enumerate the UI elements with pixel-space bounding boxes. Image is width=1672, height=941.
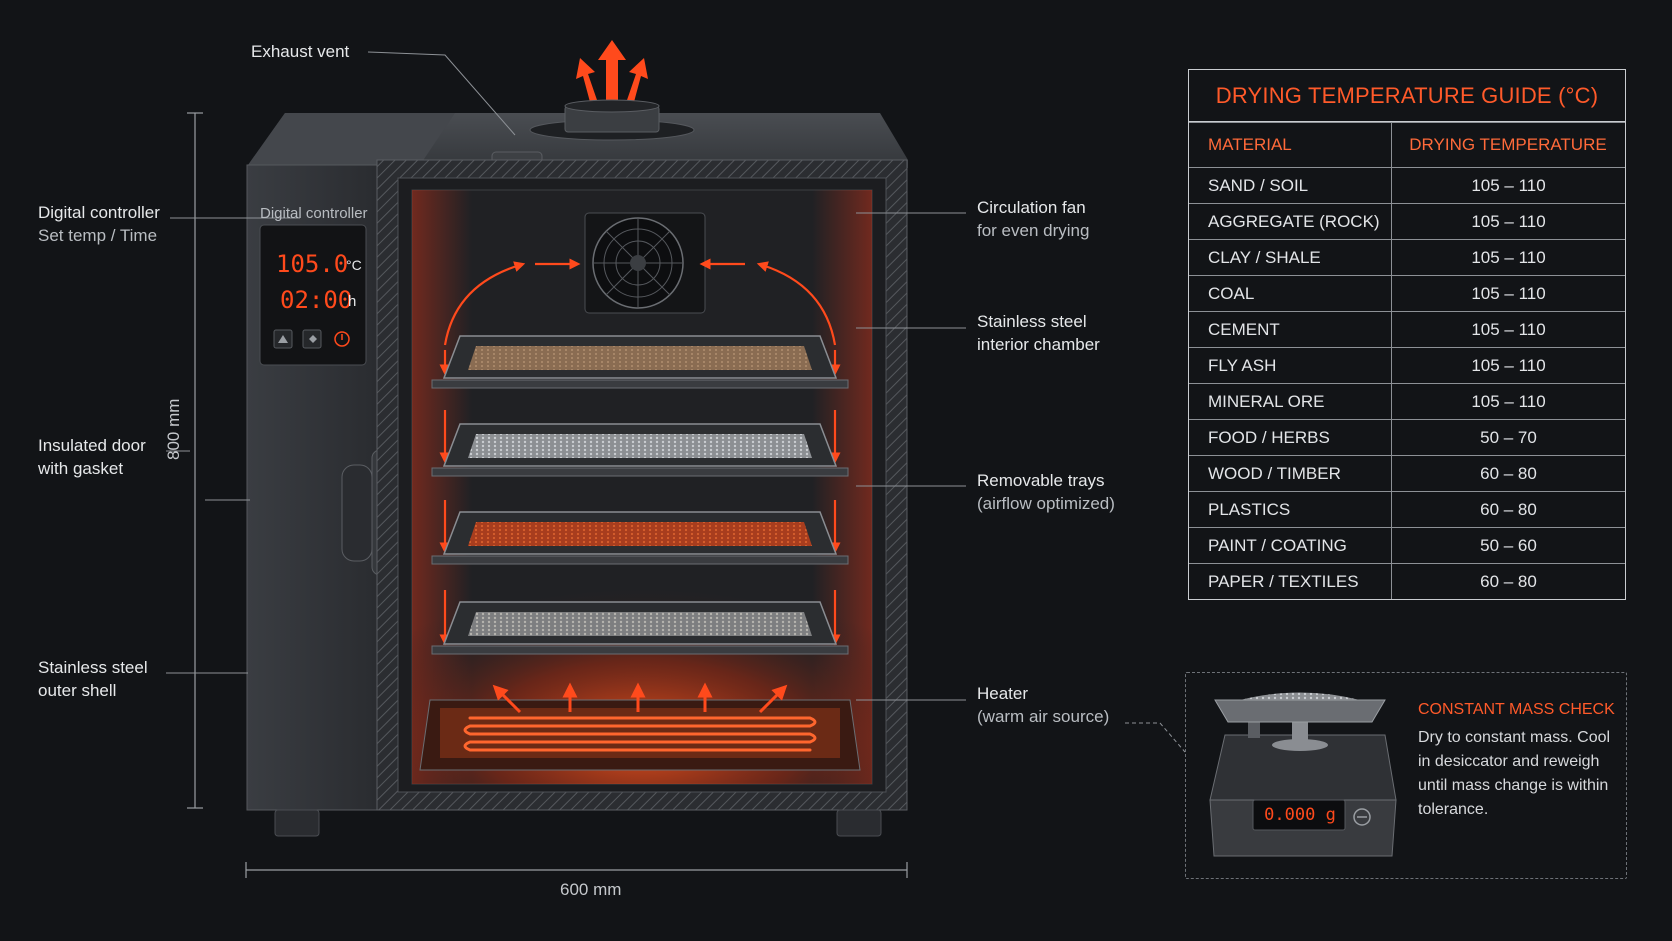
circulation-fan — [584, 212, 706, 314]
temperature-cell: 105 – 110 — [1391, 167, 1625, 204]
removable-trays-label: Removable trays (airflow optimized) — [977, 469, 1115, 515]
heater-title: Heater — [977, 684, 1029, 703]
tray-4 — [431, 601, 849, 655]
digital-controller-label: Digital controller Set temp / Time — [38, 201, 160, 247]
temperature-cell: 60 – 80 — [1391, 491, 1625, 528]
outer-shell-label: Stainless steel outer shell — [38, 656, 148, 702]
material-cell: FOOD / HERBS — [1189, 419, 1392, 456]
heater-sub: (warm air source) — [977, 707, 1110, 726]
temperature-cell: 105 – 110 — [1391, 383, 1625, 420]
drying-temperature-guide: DRYING TEMPERATURE GUIDE (°C) MATERIAL D… — [1188, 69, 1626, 600]
outer-shell-line2: outer shell — [38, 681, 117, 700]
material-cell: PLASTICS — [1189, 491, 1392, 528]
exhaust-vent-label: Exhaust vent — [251, 42, 350, 61]
material-cell: PAPER / TEXTILES — [1189, 563, 1392, 599]
temperature-display: 105.0 — [276, 250, 348, 280]
temperature-cell: 105 – 110 — [1391, 275, 1625, 312]
temperature-unit: °C — [346, 257, 362, 273]
height-dimension — [187, 112, 203, 809]
time-display: 02:00 — [280, 286, 352, 316]
insulated-door-line2: with gasket — [38, 459, 124, 478]
constant-mass-check-panel: CONSTANT MASS CHECK Dry to constant mass… — [1185, 672, 1627, 879]
exhaust-arrows — [576, 40, 648, 102]
circulation-fan-label: Circulation fan for even drying — [977, 196, 1089, 242]
tray-3 — [431, 511, 849, 565]
interior-chamber-line1: Stainless steel — [977, 312, 1087, 331]
material-cell: PAINT / COATING — [1189, 527, 1392, 564]
guide-title: DRYING TEMPERATURE GUIDE (°C) — [1189, 70, 1625, 122]
panel-label: Digital controller — [260, 205, 368, 222]
panel-buttons — [273, 329, 350, 349]
removable-trays-title: Removable trays — [977, 471, 1105, 490]
digital-controller-title: Digital controller — [38, 203, 160, 222]
airflow-arrows — [439, 258, 841, 646]
temperature-header: DRYING TEMPERATURE — [1391, 122, 1625, 168]
scale-illustration — [1209, 692, 1397, 857]
mass-check-title: CONSTANT MASS CHECK — [1418, 701, 1615, 718]
heater-label: Heater (warm air source) — [977, 682, 1109, 728]
material-cell: MINERAL ORE — [1189, 383, 1392, 420]
scale-display: 0.000 g — [1258, 802, 1342, 828]
time-readout: 02:00 — [280, 286, 353, 314]
material-cell: AGGREGATE (ROCK) — [1189, 203, 1392, 240]
callout-lines — [166, 51, 1186, 753]
table-row: AGGREGATE (ROCK)105 – 110 — [1189, 203, 1625, 240]
temperature-cell: 105 – 110 — [1391, 203, 1625, 240]
width-dimension — [245, 862, 908, 878]
temperature-cell: 50 – 70 — [1391, 419, 1625, 456]
insulated-door-label: Insulated door with gasket — [38, 434, 146, 480]
temperature-cell: 105 – 110 — [1391, 347, 1625, 384]
temperature-readout: 105.0 — [276, 250, 349, 278]
time-unit: h — [348, 293, 357, 310]
width-dimension-label: 600 mm — [560, 880, 622, 899]
temperature-cell: 105 – 110 — [1391, 311, 1625, 348]
insulated-door-line1: Insulated door — [38, 436, 146, 455]
interior-chamber-line2: interior chamber — [977, 335, 1100, 354]
material-cell: COAL — [1189, 275, 1392, 312]
tray-2 — [431, 423, 849, 477]
temperature-cell: 60 – 80 — [1391, 563, 1625, 599]
circulation-fan-sub: for even drying — [977, 221, 1090, 240]
temperature-cell: 50 – 60 — [1391, 527, 1625, 564]
material-cell: CLAY / SHALE — [1189, 239, 1392, 276]
tray-1 — [431, 335, 849, 389]
temperature-cell: 60 – 80 — [1391, 455, 1625, 492]
height-dimension-label: 800 mm — [164, 398, 183, 460]
guide-header-row: MATERIAL DRYING TEMPERATURE — [1189, 122, 1625, 168]
heater-element — [419, 682, 861, 771]
material-header: MATERIAL — [1189, 122, 1392, 168]
interior-chamber-label: Stainless steel interior chamber — [977, 310, 1100, 356]
circulation-fan-title: Circulation fan — [977, 198, 1086, 217]
temperature-cell: 105 – 110 — [1391, 239, 1625, 276]
scale-reading: 0.000 g — [1264, 805, 1336, 825]
removable-trays-sub: (airflow optimized) — [977, 494, 1115, 513]
mass-check-text: Dry to constant mass. Cool in desiccator… — [1418, 729, 1611, 818]
material-cell: FLY ASH — [1189, 347, 1392, 384]
material-cell: WOOD / TIMBER — [1189, 455, 1392, 492]
material-cell: CEMENT — [1189, 311, 1392, 348]
digital-controller-sub: Set temp / Time — [38, 226, 158, 245]
outer-shell-line1: Stainless steel — [38, 658, 148, 677]
material-cell: SAND / SOIL — [1189, 167, 1392, 204]
